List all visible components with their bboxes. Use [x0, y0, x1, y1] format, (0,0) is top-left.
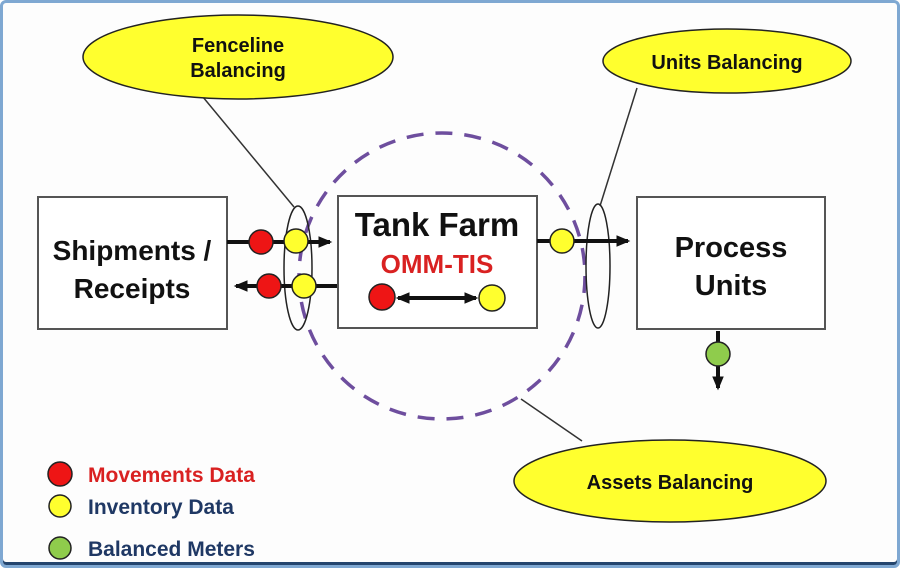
- tank-farm-box-subtitle: OMM-TIS: [381, 249, 494, 279]
- fenceline-leader-line: [192, 84, 295, 208]
- fenceline-balloon-label-line1: Fenceline: [192, 35, 284, 57]
- assets-balancing-balloon: Assets Balancing: [513, 439, 827, 523]
- legend: Movements Data Inventory Data Balanced M…: [47, 461, 255, 561]
- legend-yellow-dot: [48, 494, 72, 518]
- shipments-box-rect: [37, 196, 228, 330]
- process-box-label-line1: Process: [675, 232, 788, 264]
- fenceline-balloon-label-line2: Balancing: [190, 60, 286, 82]
- assets-balloon-label: Assets Balancing: [587, 472, 754, 494]
- to-process-inventory-yellow-dot: [549, 228, 575, 254]
- units-balloon-label: Units Balancing: [651, 52, 802, 74]
- tank-farm-box: Tank Farm OMM-TIS: [337, 195, 538, 329]
- tank-inventory-yellow-dot: [478, 284, 506, 312]
- tank-farm-box-rect: [337, 195, 538, 329]
- shipments-box-label-line2: Receipts: [74, 273, 191, 304]
- legend-item-movements: Movements Data: [47, 461, 255, 487]
- units-balancing-balloon: Units Balancing: [602, 28, 852, 94]
- fenceline-balloon-ellipse: [82, 14, 394, 100]
- legend-red-dot: [47, 461, 73, 487]
- legend-item-inventory: Inventory Data: [48, 494, 234, 519]
- process-output-balanced-green-dot: [705, 341, 731, 367]
- tank-farm-box-title: Tank Farm: [355, 206, 519, 243]
- process-units-box: Process Units: [636, 196, 826, 330]
- legend-green-dot: [48, 536, 72, 560]
- fenceline-balancing-balloon: Fenceline Balancing: [82, 14, 394, 100]
- assets-balloon-ellipse: [513, 439, 827, 523]
- legend-item-balanced-meters: Balanced Meters: [48, 536, 255, 561]
- fenceline-marker-ellipse-right: [585, 203, 611, 329]
- inbound-movements-red-dot: [248, 229, 274, 255]
- units-leader-line: [599, 87, 638, 207]
- inbound-inventory-yellow-dot: [283, 228, 309, 254]
- legend-balanced-meters-label: Balanced Meters: [88, 538, 255, 561]
- outbound-movements-red-dot: [256, 273, 282, 299]
- process-box-label-line2: Units: [695, 270, 768, 302]
- shipments-receipts-box: Shipments / Receipts: [37, 196, 228, 330]
- assets-leader-line: [520, 398, 583, 442]
- tank-farm-balancing-diagram: Fenceline Balancing Units Balancing Asse…: [37, 14, 852, 561]
- process-box-rect: [636, 196, 826, 330]
- outbound-inventory-yellow-dot: [291, 273, 317, 299]
- shipments-box-label-line1: Shipments /: [53, 235, 212, 266]
- legend-inventory-label: Inventory Data: [88, 496, 234, 519]
- fenceline-marker-ellipse-left: [283, 205, 313, 331]
- tank-movements-red-dot: [368, 283, 396, 311]
- units-balloon-ellipse: [602, 28, 852, 94]
- legend-movements-label: Movements Data: [88, 464, 255, 487]
